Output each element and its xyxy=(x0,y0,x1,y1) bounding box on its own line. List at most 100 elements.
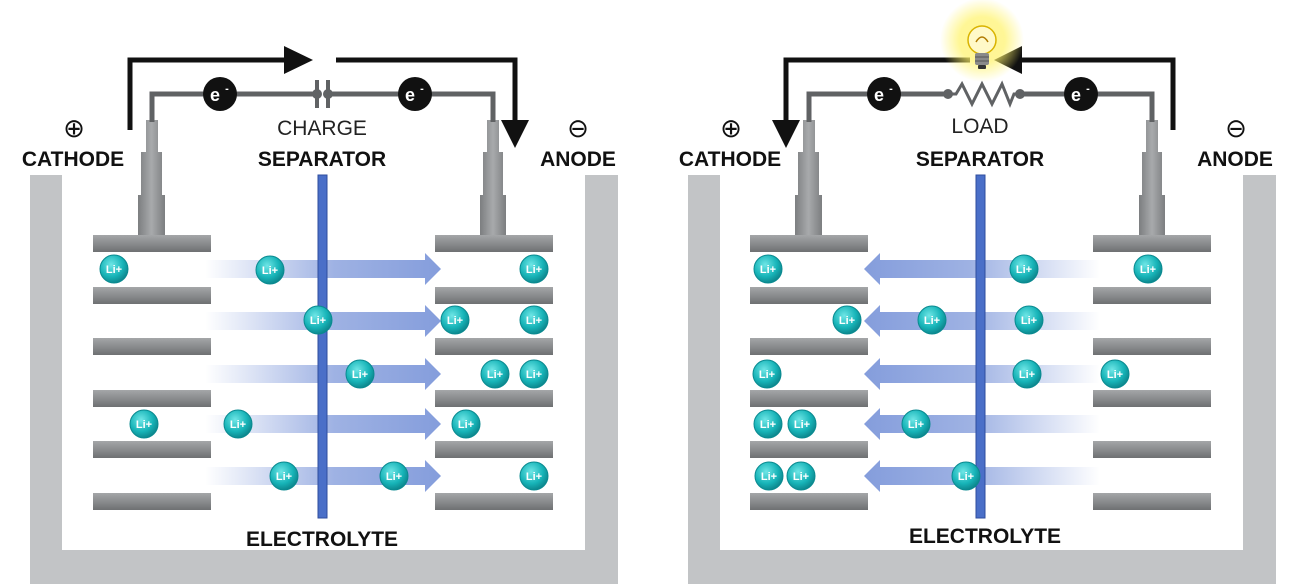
discharge-cathode-plates xyxy=(750,235,868,510)
resistor-icon xyxy=(943,80,1025,109)
lithium-ion-label: Li+ xyxy=(1016,264,1032,276)
charge-cathode-plates xyxy=(93,235,211,510)
electrode-plate xyxy=(435,441,553,458)
charge-label: CHARGE xyxy=(277,117,367,140)
light-bulb-icon xyxy=(940,0,1024,82)
flow-arrowhead xyxy=(284,46,313,74)
lithium-ion-icon: Li+ xyxy=(379,461,409,491)
lithium-ion-label: Li+ xyxy=(230,419,246,431)
svg-text:-: - xyxy=(420,83,424,95)
lithium-ion-icon: Li+ xyxy=(786,461,816,491)
discharge-electron-flow xyxy=(783,57,1176,130)
lithium-ion-icon: Li+ xyxy=(303,305,333,335)
electron-icon: e - xyxy=(398,77,432,111)
lithium-ion-label: Li+ xyxy=(793,471,809,483)
lithium-ion-label: Li+ xyxy=(526,471,542,483)
lithium-ion-label: Li+ xyxy=(458,419,474,431)
lithium-ion-label: Li+ xyxy=(1021,315,1037,327)
lithium-ion-label: Li+ xyxy=(794,419,810,431)
anode-terminal xyxy=(1139,120,1165,235)
lithium-ion-label: Li+ xyxy=(526,264,542,276)
electrode-plate xyxy=(750,493,868,510)
svg-text:e: e xyxy=(1071,85,1081,105)
discharge-ions: Li+Li+Li+Li+Li+Li+Li+Li+Li+Li+Li+Li+Li+L… xyxy=(752,254,1163,491)
flow-arrowhead xyxy=(772,120,800,148)
charge-wire xyxy=(149,91,496,122)
electron-icon: e - xyxy=(867,77,901,111)
electrode-plate xyxy=(93,441,211,458)
lithium-ion-label: Li+ xyxy=(447,315,463,327)
lithium-ion-icon: Li+ xyxy=(519,254,549,284)
electrode-plate xyxy=(93,287,211,304)
anode-label: ANODE xyxy=(1197,148,1273,171)
lithium-ion-icon: Li+ xyxy=(901,409,931,439)
electrode-plate xyxy=(1093,493,1211,510)
charge-electron-flow xyxy=(127,57,518,130)
lithium-ion-icon: Li+ xyxy=(99,254,129,284)
lithium-ion-label: Li+ xyxy=(276,471,292,483)
lithium-ion-label: Li+ xyxy=(310,315,326,327)
charge-separator xyxy=(317,174,328,519)
lithium-ion-icon: Li+ xyxy=(753,254,783,284)
cathode-terminal xyxy=(138,120,165,235)
svg-text:e: e xyxy=(405,85,415,105)
lithium-ion-label: Li+ xyxy=(1107,369,1123,381)
lithium-ion-label: Li+ xyxy=(958,471,974,483)
electrode-plate xyxy=(1093,235,1211,252)
lithium-ion-icon: Li+ xyxy=(519,359,549,389)
lithium-ion-label: Li+ xyxy=(759,369,775,381)
electrolyte-label: ELECTROLYTE xyxy=(246,528,398,551)
plus-icon: ⊕ xyxy=(720,114,742,144)
electrode-plate xyxy=(750,287,868,304)
anode-label: ANODE xyxy=(540,148,616,171)
lithium-ion-label: Li+ xyxy=(1019,369,1035,381)
separator-label: SEPARATOR xyxy=(916,148,1044,171)
lithium-ion-icon: Li+ xyxy=(754,461,784,491)
svg-text:-: - xyxy=(889,83,893,95)
lithium-ion-label: Li+ xyxy=(839,315,855,327)
electrode-plate xyxy=(750,338,868,355)
lithium-ion-icon: Li+ xyxy=(345,359,375,389)
lithium-ion-label: Li+ xyxy=(908,419,924,431)
electrode-plate xyxy=(93,338,211,355)
lithium-ion-icon: Li+ xyxy=(451,409,481,439)
lithium-ion-icon: Li+ xyxy=(1100,359,1130,389)
lithium-ion-icon: Li+ xyxy=(269,461,299,491)
svg-text:e: e xyxy=(210,85,220,105)
electrode-plate xyxy=(750,390,868,407)
capacitor-icon xyxy=(312,80,333,108)
discharge-anode-plates xyxy=(1093,235,1211,510)
electrode-plate xyxy=(93,390,211,407)
electrode-plate xyxy=(1093,338,1211,355)
electrode-plate xyxy=(435,338,553,355)
lithium-ion-icon: Li+ xyxy=(1012,359,1042,389)
lithium-ion-icon: Li+ xyxy=(752,359,782,389)
lithium-ion-icon: Li+ xyxy=(1009,254,1039,284)
electrode-plate xyxy=(750,235,868,252)
separator-label: SEPARATOR xyxy=(258,148,386,171)
lithium-ion-label: Li+ xyxy=(526,369,542,381)
charge-ions: Li+ Li+ Li+ Li+ Li+ Li+ Li+ Li+ Li+ Li+ Li+ Li+ Li+ L… xyxy=(99,254,549,491)
electrode-plate xyxy=(93,493,211,510)
cathode-terminal xyxy=(795,120,822,235)
lithium-ion-icon: Li+ xyxy=(255,255,285,285)
lithium-ion-icon: Li+ xyxy=(223,409,253,439)
charge-anode-plates xyxy=(435,235,553,510)
lithium-ion-label: Li+ xyxy=(136,419,152,431)
electrode-plate xyxy=(435,493,553,510)
lithium-ion-label: Li+ xyxy=(924,315,940,327)
electrode-plate xyxy=(750,441,868,458)
discharge-separator xyxy=(975,174,986,519)
lithium-ion-icon: Li+ xyxy=(129,409,159,439)
electrode-plate xyxy=(93,235,211,252)
lithium-ion-label: Li+ xyxy=(761,471,777,483)
lithium-ion-icon: Li+ xyxy=(480,359,510,389)
load-label: LOAD xyxy=(951,115,1008,138)
minus-icon: ⊖ xyxy=(567,114,589,144)
lithium-ion-icon: Li+ xyxy=(440,305,470,335)
electron-icon: e - xyxy=(1064,77,1098,111)
electrode-plate xyxy=(435,390,553,407)
lithium-ion-icon: Li+ xyxy=(787,409,817,439)
svg-text:e: e xyxy=(874,85,884,105)
